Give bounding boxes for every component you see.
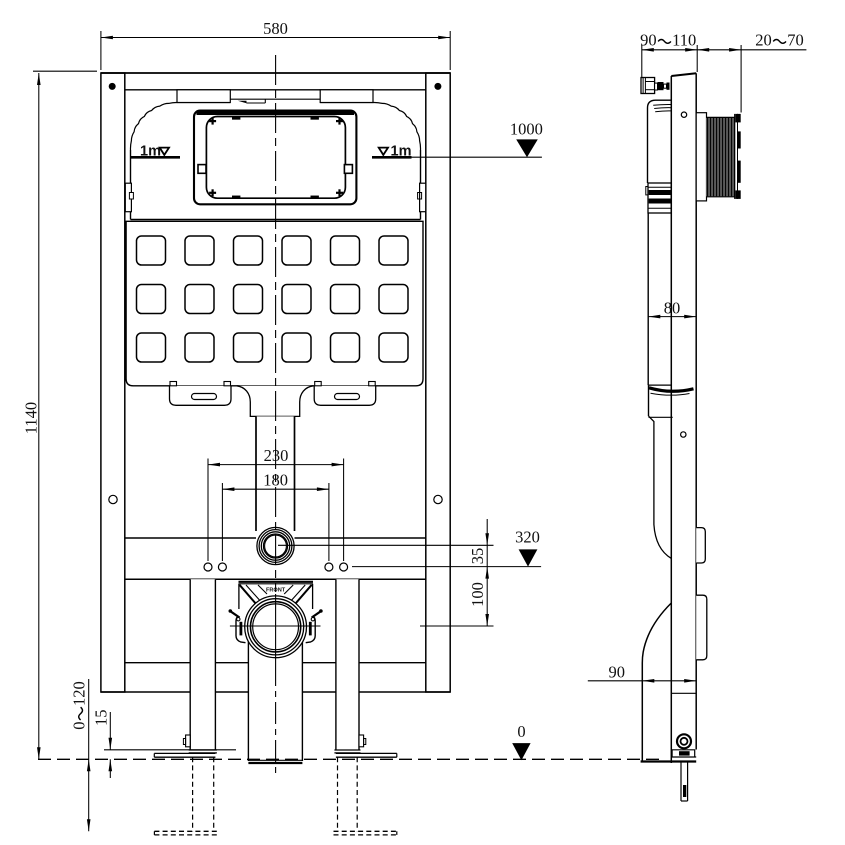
svg-text:1m: 1m	[391, 143, 412, 159]
svg-text:20: 20	[755, 30, 772, 49]
svg-text:120: 120	[70, 681, 89, 706]
svg-text:90: 90	[609, 663, 626, 682]
svg-text:100: 100	[468, 582, 487, 607]
svg-text:110: 110	[672, 30, 696, 49]
svg-text:80: 80	[664, 298, 681, 317]
svg-text:1140: 1140	[22, 402, 41, 434]
svg-text:0: 0	[517, 722, 525, 741]
svg-text:1m: 1m	[140, 143, 161, 159]
svg-text:35: 35	[468, 548, 487, 565]
svg-text:90: 90	[640, 30, 657, 49]
svg-text:320: 320	[515, 528, 540, 547]
svg-text:1000: 1000	[510, 119, 543, 138]
svg-text:580: 580	[263, 19, 288, 38]
svg-text:0: 0	[70, 722, 89, 730]
svg-text:15: 15	[92, 710, 111, 727]
svg-text:70: 70	[787, 30, 804, 49]
